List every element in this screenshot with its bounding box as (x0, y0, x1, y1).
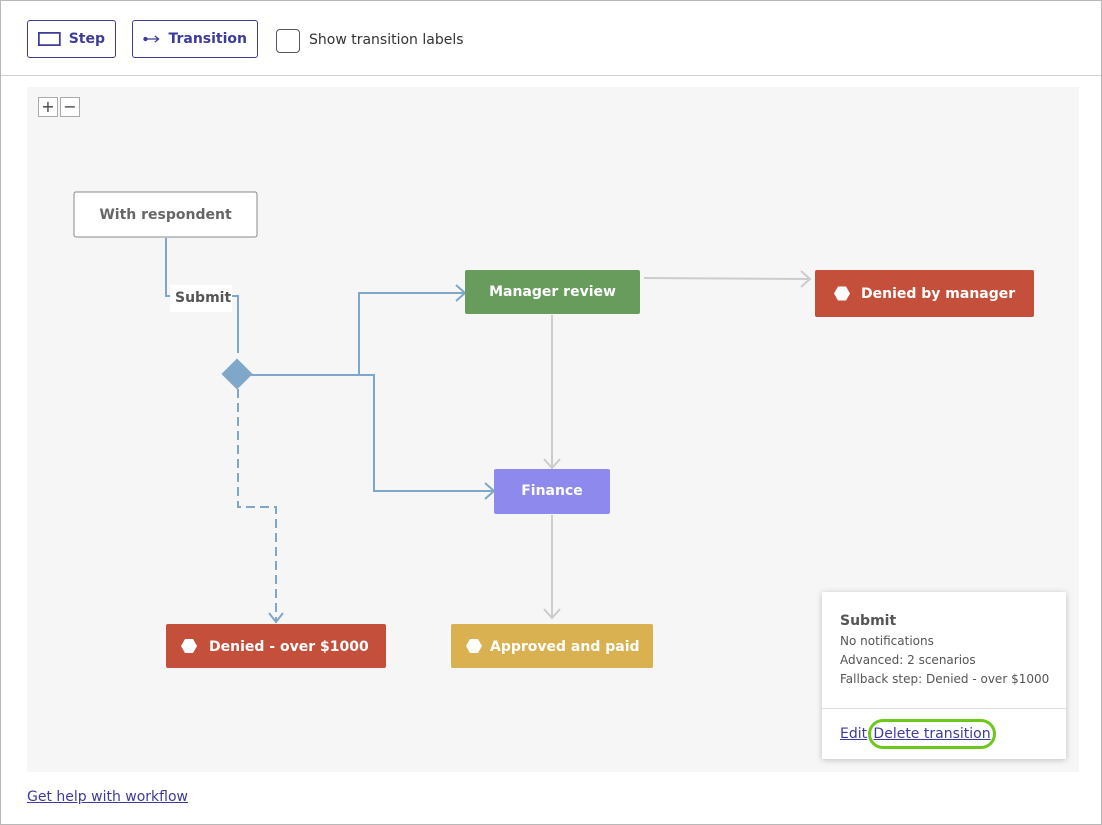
node-finance-label: Finance (521, 483, 583, 499)
node-denied-over-1000[interactable]: Denied - over $1000 (166, 624, 386, 668)
step-icon (38, 32, 61, 46)
connector-submit-to-decision[interactable] (232, 295, 239, 353)
arrowhead-finance-gray (543, 458, 561, 470)
node-manager-review-label: Manager review (489, 284, 616, 300)
popup-notifications: No notifications (840, 634, 934, 648)
toolbar: Step Transition Show transition labels (1, 1, 1101, 76)
node-with-respondent[interactable]: With respondent (73, 191, 258, 238)
connector-to-manager-review[interactable] (251, 292, 465, 376)
show-transition-labels-checkbox[interactable] (276, 29, 300, 53)
zoom-out-button[interactable]: − (60, 97, 80, 117)
end-step-icon (181, 639, 197, 653)
end-step-icon (834, 286, 850, 301)
node-denied-by-manager[interactable]: Denied by manager (815, 270, 1034, 317)
show-transition-labels-label: Show transition labels (309, 32, 464, 48)
delete-transition-link[interactable]: Delete transition (868, 719, 996, 749)
decision-diamond[interactable] (221, 358, 253, 390)
popup-fallback: Fallback step: Denied - over $1000 (840, 672, 1050, 686)
node-denied-over-1000-label: Denied - over $1000 (209, 639, 369, 655)
node-with-respondent-label: With respondent (99, 207, 232, 223)
zoom-in-button[interactable]: + (38, 97, 58, 117)
add-step-label: Step (68, 31, 105, 47)
arrowhead-denied-by-manager (800, 270, 812, 288)
transition-arrow-icon (143, 35, 160, 43)
transition-details-popup: Submit No notifications Advanced: 2 scen… (822, 592, 1066, 759)
add-step-button[interactable]: Step (27, 20, 116, 58)
popup-advanced: Advanced: 2 scenarios (840, 653, 976, 667)
workflow-diagram: Submit With respondent Manager review De… (73, 191, 1034, 668)
end-step-icon (466, 639, 482, 653)
add-transition-label: Transition (168, 31, 247, 47)
node-denied-by-manager-label: Denied by manager (861, 286, 1015, 302)
connector-to-finance[interactable] (251, 374, 494, 492)
workflow-canvas[interactable]: + − Submit With (27, 87, 1079, 772)
connector-fallback-denied[interactable] (237, 389, 277, 621)
connector-respondent-to-submit[interactable] (165, 238, 171, 297)
connector-manager-to-denied[interactable] (643, 277, 810, 280)
arrowhead-denied-over (268, 612, 284, 624)
add-transition-button[interactable]: Transition (132, 20, 258, 58)
transition-label-submit[interactable]: Submit (175, 290, 231, 306)
popup-title: Submit (840, 613, 897, 629)
node-approved-and-paid-label: Approved and paid (490, 639, 640, 655)
arrowhead-approved (543, 608, 561, 620)
node-approved-and-paid[interactable]: Approved and paid (451, 624, 653, 668)
popup-divider (822, 708, 1066, 709)
node-manager-review[interactable]: Manager review (465, 270, 640, 314)
transition-label-bg (170, 285, 232, 312)
help-workflow-link[interactable]: Get help with workflow (27, 789, 188, 805)
edit-transition-link[interactable]: Edit (840, 726, 868, 742)
node-finance[interactable]: Finance (494, 469, 610, 514)
